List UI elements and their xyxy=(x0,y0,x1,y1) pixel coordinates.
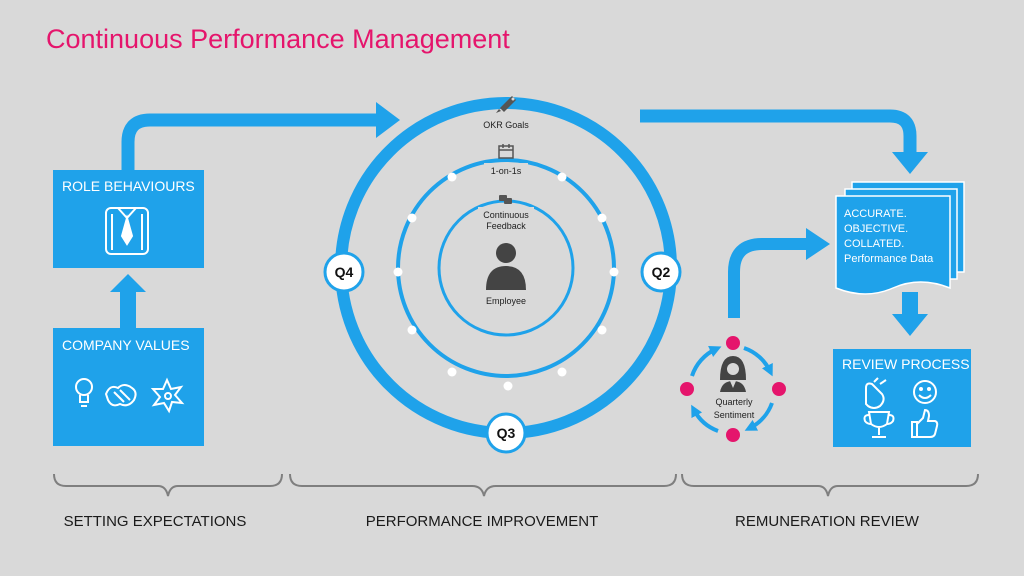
brace-remuneration-review xyxy=(681,473,979,497)
calendar-icon xyxy=(498,144,514,159)
brace-performance-improvement xyxy=(289,473,677,497)
section-label-setting-expectations: SETTING EXPECTATIONS xyxy=(64,513,247,530)
section-braces xyxy=(53,473,979,497)
q4-badge: Q4 xyxy=(323,251,365,293)
review-process-label: REVIEW PROCESS xyxy=(842,356,970,372)
smiley-icon xyxy=(913,380,937,404)
continuous-feedback-label-2: Feedback xyxy=(486,221,526,231)
star-burst-icon xyxy=(150,377,185,414)
quarterly-sentiment-cycle: Quarterly Sentiment xyxy=(680,336,786,442)
arrow-to-cycle-head xyxy=(376,102,400,138)
middle-ring-dots xyxy=(393,172,619,391)
arrow-down-shaft xyxy=(902,292,918,316)
sentiment-dot-right xyxy=(772,382,786,396)
clapping-hands-icon xyxy=(865,377,887,409)
quarterly-sentiment-label-2: Sentiment xyxy=(714,410,755,420)
company-values-label: COMPANY VALUES xyxy=(62,337,190,353)
okr-goals-label: OKR Goals xyxy=(483,120,529,130)
sentiment-dot-bottom xyxy=(726,428,740,442)
employee-label: Employee xyxy=(486,296,526,306)
section-label-remuneration-review: REMUNERATION REVIEW xyxy=(735,513,920,530)
sentiment-dot-left xyxy=(680,382,694,396)
handshake-icon xyxy=(104,384,137,407)
shirt-tie-icon xyxy=(105,207,149,255)
arrow-sentiment-to-data xyxy=(728,238,808,318)
section-label-performance-improvement: PERFORMANCE IMPROVEMENT xyxy=(366,513,599,530)
page-title: Continuous Performance Management xyxy=(46,24,510,54)
arrow-to-performance-data-head xyxy=(892,152,928,174)
performance-data-line-3: COLLATED. xyxy=(844,238,904,250)
quarterly-sentiment-label-1: Quarterly xyxy=(715,397,753,407)
arrow-up-shaft xyxy=(120,290,136,328)
arrow-up-head xyxy=(110,274,146,292)
arrow-sentiment-to-data-head xyxy=(806,228,830,260)
continuous-feedback-label-bg xyxy=(478,207,534,233)
arrow-down-head xyxy=(892,314,928,336)
role-behaviours-box: ROLE BEHAVIOURS xyxy=(53,170,204,268)
performance-data-line-4: Performance Data xyxy=(844,253,934,265)
company-values-box: COMPANY VALUES xyxy=(53,328,204,446)
brace-setting-expectations xyxy=(53,473,283,497)
arrow-to-performance-data xyxy=(640,109,917,155)
thumbs-up-icon xyxy=(911,408,939,438)
q2-label: Q2 xyxy=(652,264,671,280)
one-on-ones-label: 1-on-1s xyxy=(491,166,522,176)
continuous-feedback-label-1: Continuous xyxy=(483,210,529,220)
person-icon xyxy=(486,243,526,290)
q4-label: Q4 xyxy=(335,264,354,280)
chat-bubbles-icon xyxy=(499,195,512,204)
okr-goals-label-bg xyxy=(476,116,536,132)
lightbulb-icon xyxy=(75,378,93,407)
arrow-to-cycle xyxy=(121,113,378,170)
q3-badge: Q3 xyxy=(485,412,527,454)
q3-label: Q3 xyxy=(497,425,516,441)
woman-icon xyxy=(720,356,746,392)
trophy-icon xyxy=(863,411,895,438)
performance-cycle: OKR Goals 1-on-1s Continuous Feedback Em… xyxy=(323,96,682,454)
performance-data-documents: ACCURATE. OBJECTIVE. COLLATED. Performan… xyxy=(835,181,965,295)
role-behaviours-label: ROLE BEHAVIOURS xyxy=(62,178,195,194)
review-process-box: REVIEW PROCESS xyxy=(833,349,971,447)
performance-data-line-2: OBJECTIVE. xyxy=(844,223,908,235)
q2-badge: Q2 xyxy=(640,251,682,293)
sentiment-dot-top xyxy=(726,336,740,350)
one-on-ones-label-bg xyxy=(484,163,528,178)
rocket-icon xyxy=(496,96,516,113)
performance-data-line-1: ACCURATE. xyxy=(844,208,907,220)
